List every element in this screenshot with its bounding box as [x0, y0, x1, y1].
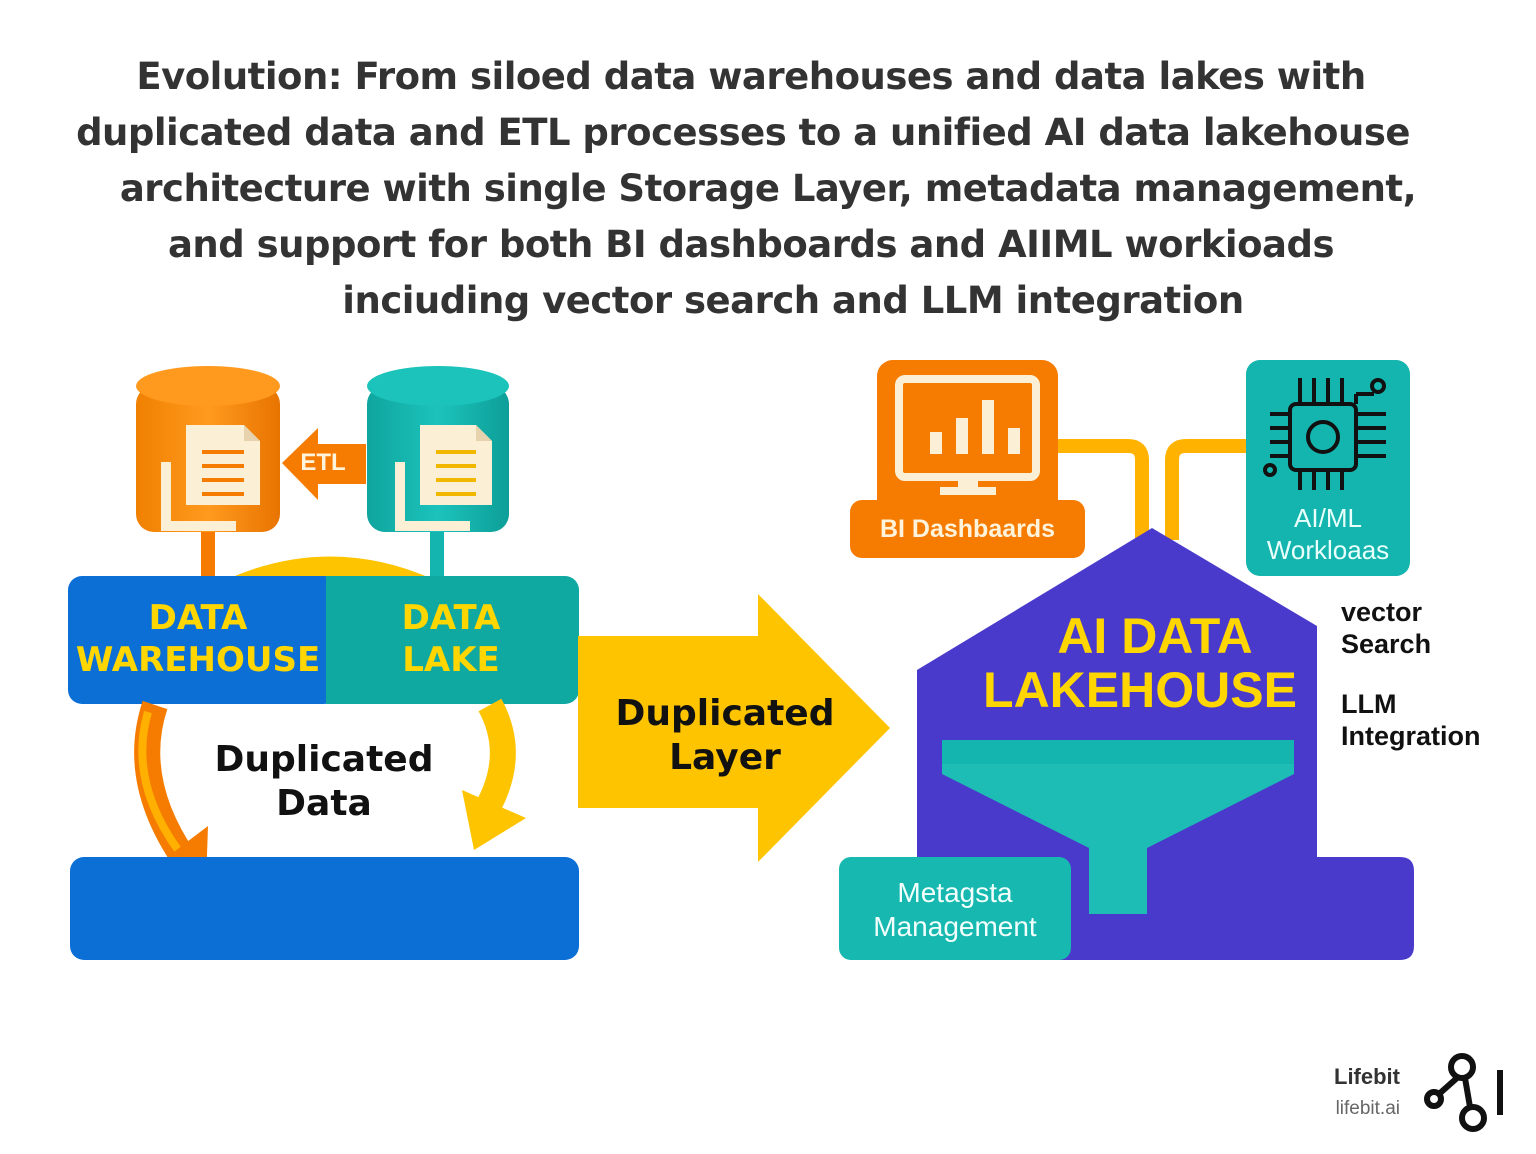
duplicated-layer-line1: Duplicated — [615, 693, 835, 734]
aiml-connector — [1165, 439, 1248, 540]
bi-label-box — [850, 500, 1085, 558]
title-line-4: and support for both BI dashboards and A… — [167, 223, 1335, 266]
chip-icon — [1263, 378, 1386, 490]
lakehouse-label-line1: AI DATA — [1057, 608, 1253, 664]
warehouse-block — [68, 576, 338, 704]
duplicated-data-line2: Data — [276, 783, 372, 824]
funnel-icon — [942, 740, 1294, 914]
lake-stem — [430, 530, 444, 580]
monitor-chart-icon — [895, 375, 1040, 495]
aiml-label-line1: AI/ML — [1294, 503, 1362, 533]
bi-connector — [1056, 439, 1149, 540]
duplicated-layer-arrow — [578, 594, 890, 862]
warehouse-stem — [201, 530, 215, 580]
metadata-label-line2: Management — [873, 911, 1037, 942]
duplicated-layer-line2: Layer — [669, 737, 781, 778]
brand-name: Lifebit — [1334, 1064, 1400, 1089]
aiml-label-line2: Workloaas — [1266, 535, 1390, 565]
llm-integration-line2: Integration — [1341, 721, 1481, 751]
llm-integration-line1: LLM — [1341, 689, 1397, 719]
metadata-box — [839, 857, 1071, 960]
lake-label-line1: DATA — [401, 598, 501, 638]
duplicated-data-line1: Duplicated — [214, 739, 434, 780]
lakehouse-label-line2: LAKEHOUSE — [983, 662, 1297, 718]
document-icon — [395, 425, 492, 531]
warehouse-label-line2: WAREHOUSE — [75, 640, 321, 680]
lake-block — [326, 576, 579, 704]
title-line-2: duplicated data and ETL processes to a u… — [76, 111, 1410, 154]
vector-search-line1: vector — [1341, 597, 1423, 627]
bi-dashboards-label: BI Dashbaards — [879, 515, 1056, 543]
brand-url[interactable]: lifebit.ai — [1335, 1098, 1400, 1119]
title-line-5: inciuding vector search and LLM integrat… — [342, 279, 1244, 322]
storage-layer-bar — [70, 857, 579, 960]
title-line-3: architecture with single Storage Layer, … — [119, 167, 1417, 210]
lake-label-line2: LAKE — [402, 640, 500, 680]
document-icon — [161, 425, 260, 531]
warehouse-label-line1: DATA — [148, 598, 248, 638]
right-arrow-head — [462, 790, 526, 850]
etl-label: ETL — [300, 449, 346, 476]
metadata-label-line1: Metagsta — [897, 877, 1013, 908]
title-line-1: Evolution: From siloed data warehouses a… — [136, 55, 1366, 98]
etl-arrow — [282, 428, 366, 500]
vector-search-line2: Search — [1341, 629, 1432, 659]
lifebit-logo-icon — [1424, 1053, 1503, 1132]
